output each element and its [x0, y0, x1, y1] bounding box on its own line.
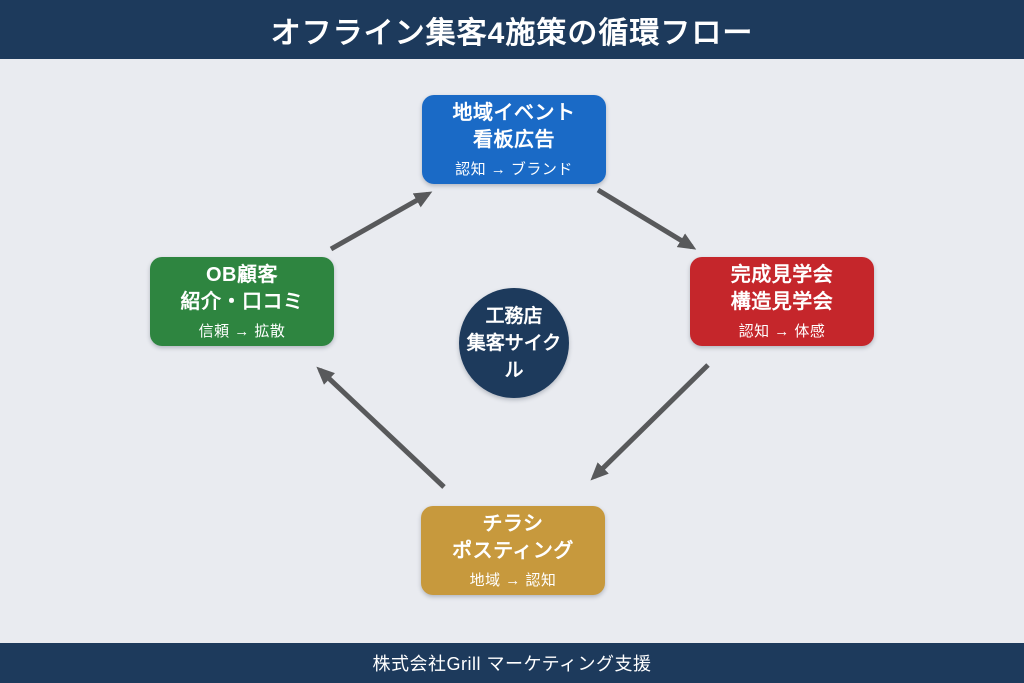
node-line1: チラシ	[482, 513, 544, 535]
footer-bar: 株式会社Grill マーケティング支援	[0, 643, 1024, 683]
node-line1: 完成見学会	[730, 264, 834, 286]
center-cycle-circle: 工務店 集客サイクル	[459, 288, 569, 398]
node-flyer-posting: チラシ ポスティング 地域 → 認知	[421, 506, 605, 595]
arrow-events-to-openhouse	[596, 187, 697, 250]
node-line2: 構造見学会	[730, 291, 834, 313]
arrow-openhouse-to-flyer	[590, 363, 710, 481]
node-line2: 看板広告	[473, 129, 555, 151]
node-sublabel: 認知 → 体感	[738, 323, 826, 340]
center-line2: 集客サイクル	[466, 332, 562, 381]
node-local-events-signage: 地域イベント 看板広告 認知 → ブランド	[422, 95, 606, 184]
node-open-house-tours: 完成見学会 構造見学会 認知 → 体感	[690, 257, 874, 346]
node-line2: 紹介・口コミ	[180, 291, 304, 313]
arrow-flyer-to-ob	[316, 366, 446, 489]
node-sublabel: 認知 → ブランド	[455, 161, 573, 178]
title-bar: オフライン集客4施策の循環フロー	[0, 0, 1024, 59]
center-line1: 工務店	[485, 305, 543, 327]
arrow-ob-to-events	[329, 191, 433, 252]
node-line2: ポスティング	[452, 540, 574, 562]
node-sublabel: 地域 → 認知	[469, 572, 557, 589]
footer-text: 株式会社Grill マーケティング支援	[372, 654, 652, 674]
node-sublabel: 信頼 → 拡散	[198, 323, 286, 340]
node-ob-customers-referrals: OB顧客 紹介・口コミ 信頼 → 拡散	[150, 257, 334, 346]
node-line1: 地域イベント	[452, 102, 576, 124]
node-line1: OB顧客	[206, 264, 278, 286]
page-title: オフライン集客4施策の循環フロー	[270, 16, 754, 50]
